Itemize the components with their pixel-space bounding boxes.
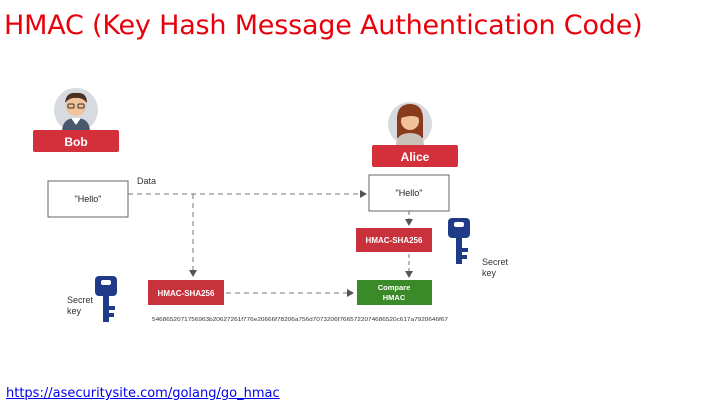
bob-key-label-line2: key [67, 306, 82, 316]
bob-message: "Hello" [75, 194, 102, 204]
alice-name: Alice [401, 150, 430, 164]
alice-hmac-label: HMAC-SHA256 [366, 236, 423, 245]
man-avatar-icon [54, 88, 98, 132]
bob-message-box [47, 180, 129, 218]
alice-key-label-line2: key [482, 268, 497, 278]
hash-value: 5468652071756963b20627261f776e20666f7820… [152, 317, 448, 323]
alice-name-box [372, 145, 458, 167]
alice-message-box [368, 174, 450, 212]
bob-name-box [33, 130, 119, 152]
bob-key-label-line1: Secret [67, 295, 94, 305]
alice-message: "Hello" [396, 188, 423, 198]
key-icon [448, 218, 470, 264]
bob-name: Bob [64, 135, 87, 149]
compare-hmac-box [357, 280, 432, 305]
alice-key-label-line1: Secret [482, 257, 509, 267]
woman-avatar-icon [388, 102, 432, 146]
alice-hmac-box [356, 228, 432, 252]
compare-label-line2: HMAC [383, 293, 406, 302]
data-label: Data [137, 176, 156, 186]
slide-title: HMAC (Key Hash Message Authentication Co… [4, 10, 643, 41]
key-icon [95, 276, 117, 322]
bob-hmac-label: HMAC-SHA256 [158, 289, 215, 298]
compare-label-line1: Compare [378, 283, 411, 292]
bob-hmac-box [148, 280, 224, 305]
source-link[interactable]: https://asecuritysite.com/golang/go_hmac [6, 386, 280, 401]
